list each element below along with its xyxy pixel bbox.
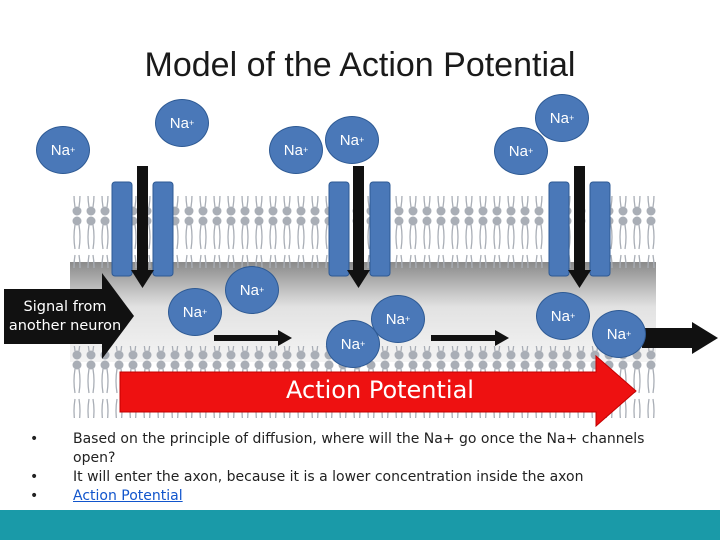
note-item: It will enter the axon, because it is a … bbox=[30, 468, 670, 487]
influx-arrow-3 bbox=[568, 166, 591, 288]
sodium-ion: Na+ bbox=[325, 116, 379, 164]
sodium-ion: Na+ bbox=[168, 288, 222, 336]
sodium-channel-2 bbox=[328, 181, 391, 277]
influx-arrow-2 bbox=[347, 166, 370, 288]
note-item: Action Potential bbox=[30, 487, 670, 506]
sodium-ion: Na+ bbox=[225, 266, 279, 314]
sodium-ion: Na+ bbox=[269, 126, 323, 174]
sodium-ion: Na+ bbox=[536, 292, 590, 340]
sodium-ion: Na+ bbox=[36, 126, 90, 174]
sodium-ion: Na+ bbox=[326, 320, 380, 368]
signal-arrow bbox=[4, 273, 134, 359]
propagation-arrow-2 bbox=[431, 330, 509, 346]
influx-arrow-1 bbox=[131, 166, 154, 288]
action-potential-label: Action Potential bbox=[286, 376, 474, 404]
slide-title: Model of the Action Potential bbox=[144, 46, 576, 84]
sodium-ion: Na+ bbox=[371, 295, 425, 343]
propagation-arrow-1 bbox=[214, 330, 292, 346]
sodium-ion: Na+ bbox=[494, 127, 548, 175]
action-potential-link[interactable]: Action Potential bbox=[73, 488, 183, 504]
notes-list: Based on the principle of diffusion, whe… bbox=[30, 430, 670, 506]
note-item: Based on the principle of diffusion, whe… bbox=[30, 430, 670, 468]
sodium-channel-1 bbox=[111, 181, 174, 277]
sodium-ion: Na+ bbox=[155, 99, 209, 147]
sodium-ion: Na+ bbox=[592, 310, 646, 358]
footer-bar bbox=[0, 510, 720, 540]
sodium-ion: Na+ bbox=[535, 94, 589, 142]
propagation-arrow-3 bbox=[642, 322, 718, 354]
sodium-channel-3 bbox=[548, 181, 611, 277]
action-potential-arrow bbox=[119, 354, 637, 428]
